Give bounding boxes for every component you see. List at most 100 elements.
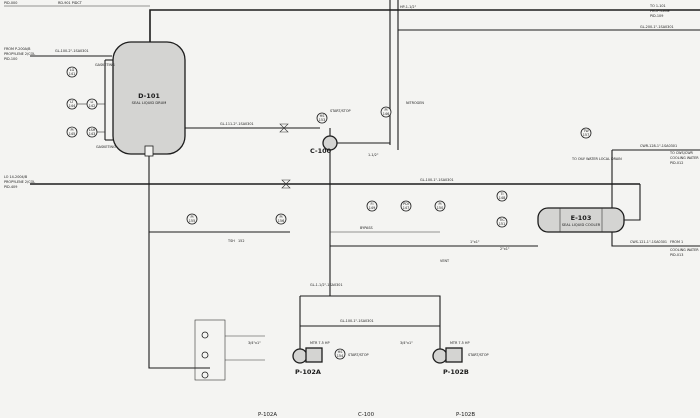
pi-155-num: 155 bbox=[189, 219, 195, 223]
tic-151-num: 151 bbox=[499, 222, 505, 226]
cwr-desc: COOLING WATER bbox=[670, 156, 699, 160]
local-drain-label: TO OILY WATER LOCAL DRAIN bbox=[571, 157, 622, 161]
pi-156-tag: PI bbox=[279, 215, 282, 219]
pump-a-tag: P-102A bbox=[295, 368, 321, 376]
top-right-label-3: PID-109 bbox=[650, 14, 663, 18]
drum-desc: SEAL LIQUID DRUM bbox=[132, 101, 167, 105]
pump-p102b[interactable] bbox=[432, 348, 448, 364]
pump-p102a[interactable] bbox=[292, 348, 308, 364]
lower-header-label: GL-100-1"-1SA0301 bbox=[420, 178, 454, 182]
tw-157-tag: TW bbox=[582, 129, 589, 133]
lsh-143-tag: LSH bbox=[89, 128, 96, 132]
bypass-label: BYPASS bbox=[360, 226, 373, 230]
li-142-tag: LI bbox=[91, 100, 94, 104]
inlet-from-2: PROPYLENE 2/COL bbox=[4, 52, 35, 56]
pi-146-num: 146 bbox=[383, 112, 389, 116]
sheet-ref-top-mid: RD-901 PIDCT bbox=[58, 1, 83, 5]
pi-150-bubble[interactable] bbox=[434, 200, 446, 212]
cws-line bbox=[611, 232, 700, 247]
cooler-tag: E-103 bbox=[571, 214, 592, 222]
inlet-line-label: GL-100-2"-1SA0301 bbox=[55, 49, 89, 53]
tsh-label: TSH bbox=[227, 239, 235, 243]
strainer-2 bbox=[201, 351, 209, 359]
bottom-label-p102b: P-102B bbox=[456, 412, 475, 418]
tic-151-bubble[interactable] bbox=[496, 216, 508, 228]
hs-154-tag: HS bbox=[338, 350, 343, 354]
drum-outlet-label: GL-111-2"-1SA0301 bbox=[220, 122, 254, 126]
size-label-e: 2"x1" bbox=[500, 247, 510, 251]
tic-151-tag: TIC bbox=[498, 218, 505, 222]
hs-153-bubble[interactable] bbox=[316, 112, 328, 124]
nitrogen-label: NITROGEN bbox=[406, 101, 424, 105]
pdi-147-bubble[interactable] bbox=[400, 200, 412, 212]
ti-148-tag: TI bbox=[499, 192, 503, 196]
pump-header bbox=[300, 295, 441, 360]
drum-bottom-nozzle bbox=[144, 145, 154, 157]
inlet-lower-from: PROPYLENE 2/COL bbox=[4, 180, 35, 184]
start-stop-b: START/STOP bbox=[468, 353, 489, 357]
lsh-143-num: 143 bbox=[89, 132, 95, 136]
ti-148-num: 148 bbox=[499, 196, 505, 200]
pi-146-bubble[interactable] bbox=[380, 106, 392, 118]
bottom-label-p102a: P-102A bbox=[258, 412, 277, 418]
top-right-label-4: GL-200-1"-1SA0301 bbox=[640, 25, 674, 29]
hs-153-num: 153 bbox=[319, 118, 325, 122]
pump-b-motor bbox=[445, 347, 463, 363]
top-right-label-2: PROPYLENE bbox=[650, 9, 670, 13]
bottom-label-c100: C-100 bbox=[358, 412, 375, 418]
cws-ref: PID-013 bbox=[670, 253, 683, 257]
start-stop-label: START/STOP bbox=[330, 109, 351, 113]
tw-157-num: 157 bbox=[583, 133, 589, 137]
hs-153-tag: HS bbox=[320, 114, 325, 118]
hs-154-bubble[interactable] bbox=[334, 348, 346, 360]
lower-header-valve[interactable] bbox=[281, 179, 291, 189]
compressor-tag: C-100 bbox=[310, 147, 332, 155]
top-header-label: HP-1-1/2" bbox=[400, 5, 417, 9]
top-header-line bbox=[149, 9, 700, 46]
tw-157-bubble[interactable] bbox=[580, 127, 592, 139]
gasketing-label: GASKETING bbox=[95, 63, 115, 67]
drum-outlet-valve[interactable] bbox=[279, 123, 289, 133]
cooler-to-header bbox=[624, 184, 641, 221]
cwr-label: CWR-128-1"-1SA0301 bbox=[640, 144, 677, 148]
pi-145-tag: PI bbox=[70, 128, 73, 132]
strainer-stack bbox=[194, 319, 226, 381]
pi-156-num: 156 bbox=[278, 219, 284, 223]
pi-145-bubble[interactable] bbox=[66, 126, 78, 138]
inlet-lower-ref: PID-409 bbox=[4, 185, 17, 189]
fi-149-num: 149 bbox=[369, 206, 375, 210]
pump-suction-label: GL-1-1/2"-1SA0301 bbox=[310, 283, 343, 287]
size-a: 3/4"x1" bbox=[248, 341, 261, 345]
strainer-3 bbox=[201, 371, 209, 379]
pi-150-num: 150 bbox=[437, 206, 443, 210]
drum-to-pump-line bbox=[148, 184, 210, 369]
ti-148-bubble[interactable] bbox=[496, 190, 508, 202]
fi-149-bubble[interactable] bbox=[366, 200, 378, 212]
gasketing-label-2: GASKETING bbox=[96, 145, 116, 149]
pi-150-tag: PI bbox=[438, 202, 441, 206]
hs-154-num: 154 bbox=[337, 354, 343, 358]
cooler-desc: SEAL LIQUID COOLER bbox=[562, 223, 601, 227]
size-b: 3/4"x1" bbox=[400, 341, 413, 345]
size-label-c: 1-1/2" bbox=[368, 153, 379, 157]
drum-tag: D-101 bbox=[138, 92, 160, 100]
lg-141-tag: LG bbox=[70, 68, 75, 72]
cwr-to: TO CWS/CWR bbox=[669, 151, 694, 155]
lt-144-num: 144 bbox=[69, 104, 75, 108]
pi-155-bubble[interactable] bbox=[186, 213, 198, 225]
pump-b-motor-label: MTR 7.5 HP bbox=[450, 341, 470, 345]
pump-discharge-label: GL-100-1"-1SA0301 bbox=[340, 319, 374, 323]
pi-156-bubble[interactable] bbox=[275, 213, 287, 225]
cws-from: FROM 1 bbox=[670, 240, 683, 244]
lg-141-num: 141 bbox=[69, 72, 75, 76]
inlet-from-1: FROM P-200A/B bbox=[4, 47, 31, 51]
size-label-d: 1"x1" bbox=[470, 240, 480, 244]
lg-141-bubble[interactable] bbox=[66, 66, 78, 78]
tsh-num: 152 bbox=[238, 239, 244, 243]
pi-155-tag: PI bbox=[190, 215, 193, 219]
inlet-lower-label: LO 14-2004/B bbox=[4, 175, 28, 179]
li-142-num: 142 bbox=[89, 104, 95, 108]
pdi-147-tag: PDI bbox=[403, 202, 409, 206]
top-right-label-1: TO 1-101 bbox=[649, 4, 666, 8]
